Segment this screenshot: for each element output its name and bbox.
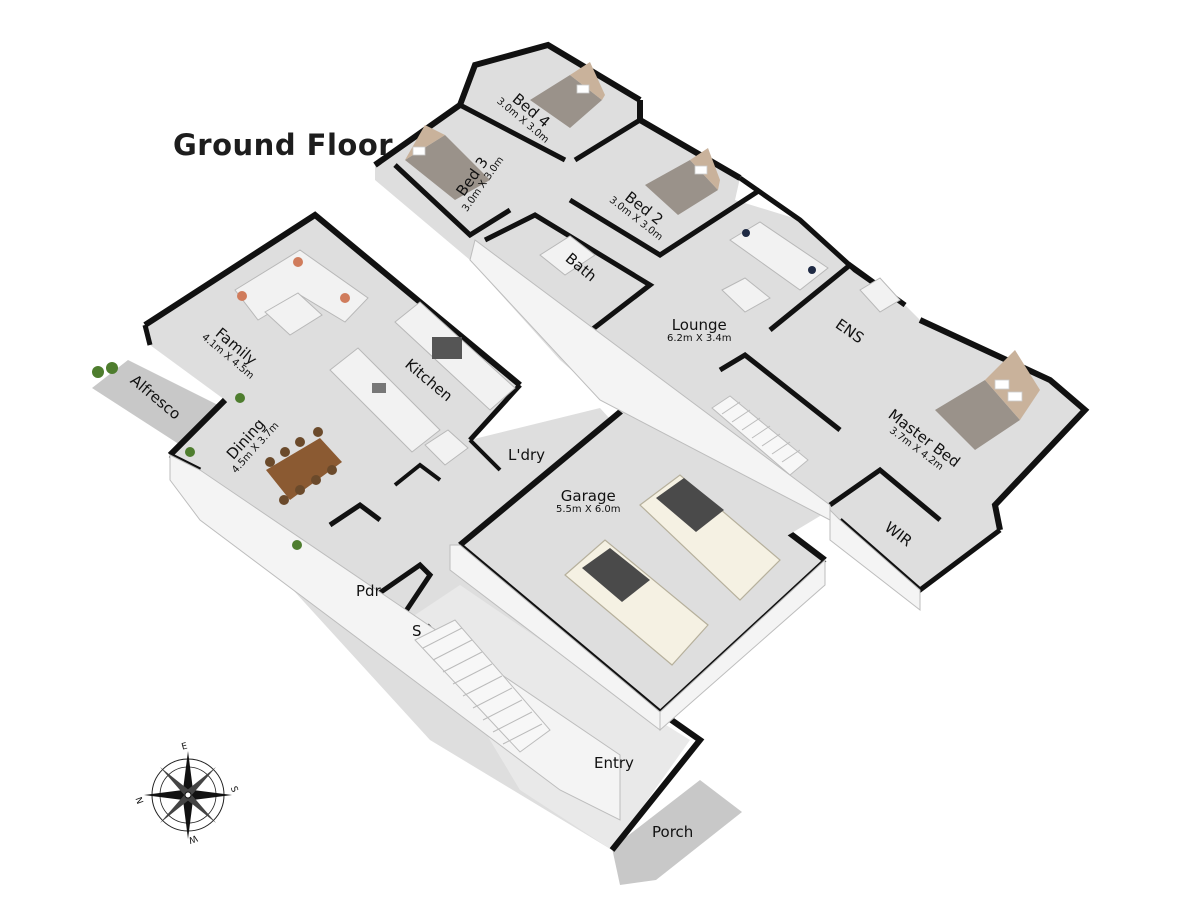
powder-room-wall <box>353 561 434 637</box>
bath-shower <box>539 235 596 276</box>
kitchen-island <box>329 301 516 466</box>
bed-4-furniture <box>530 62 605 128</box>
room-label-storage: S <box>412 622 422 640</box>
bedroom-wing-floor <box>375 45 1085 590</box>
bed-2-furniture <box>645 148 720 215</box>
porch-area <box>612 780 742 885</box>
room-label-pdr: Pdr <box>356 582 381 600</box>
wall-west <box>167 397 228 458</box>
bed2-wall <box>568 187 762 258</box>
right-wing <box>373 41 1090 612</box>
bed-3-furniture <box>405 125 490 200</box>
staircase-left <box>414 619 551 753</box>
plant-alfresco <box>92 366 104 378</box>
left-wing <box>92 211 827 885</box>
car-1 <box>564 539 709 666</box>
car-2 <box>639 474 781 601</box>
garage-east-wall-face <box>659 558 826 732</box>
room-label-entry: Entry <box>594 754 634 772</box>
wall-bedrooms-north <box>373 41 642 168</box>
bath-wall <box>483 212 655 337</box>
room-label-porch: Porch <box>652 823 694 841</box>
master-bed-furniture <box>935 350 1040 450</box>
wall-north <box>143 211 522 388</box>
garage-floor <box>460 408 825 712</box>
wir-wall <box>828 466 942 522</box>
floor-title: Ground Floor <box>173 128 394 162</box>
compass-rose <box>144 751 232 839</box>
ens-shower <box>859 277 901 313</box>
room-label-laundry: L'dry <box>508 446 546 464</box>
staircase-right <box>711 395 809 476</box>
entry-wall <box>609 709 705 852</box>
family-sofa <box>234 249 369 336</box>
dining-table <box>265 427 342 505</box>
lounge-sofa <box>721 221 829 313</box>
